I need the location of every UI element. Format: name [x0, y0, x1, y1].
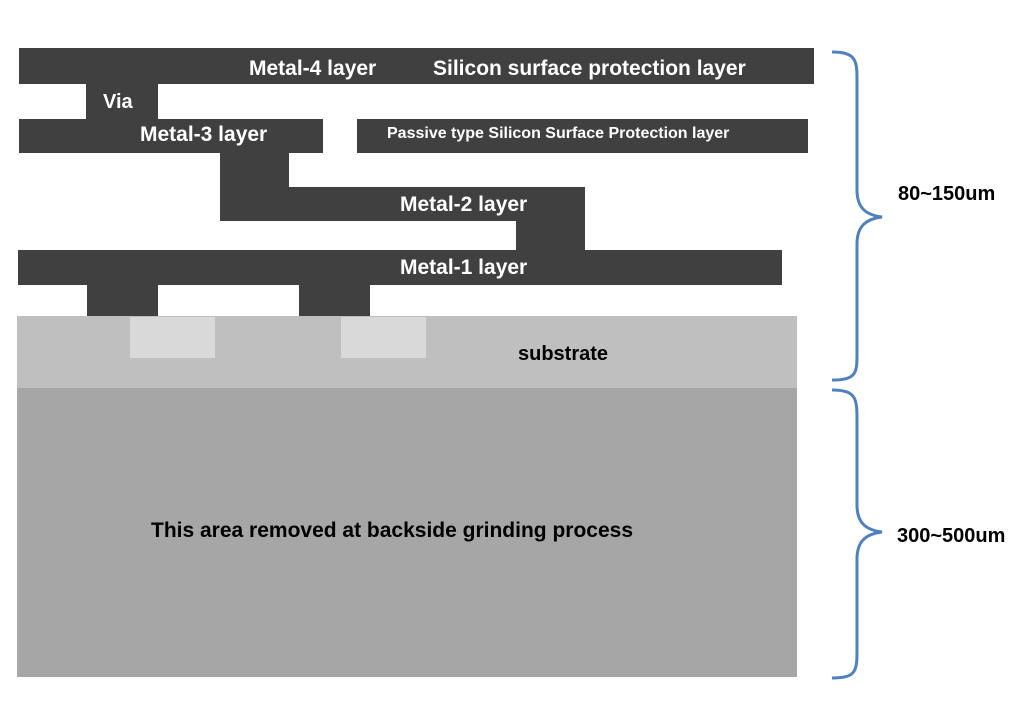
substrate-label: substrate: [518, 343, 609, 365]
grind-area-label: This area removed at backside grinding p…: [151, 519, 634, 542]
protection-label: Silicon surface protection layer: [433, 57, 746, 80]
metal-2-label: Metal-2 layer: [400, 193, 528, 216]
metal-1-bar: [18, 250, 782, 285]
lower-brace: [831, 388, 883, 680]
passive-protection-label: Passive type Silicon Surface Protection …: [387, 125, 730, 142]
lower-dimension-label: 300~500um: [897, 525, 1006, 547]
metal-3-label: Metal-3 layer: [140, 123, 268, 146]
via-2-1: [516, 221, 585, 250]
contact-1: [87, 285, 158, 316]
via-3-2: [220, 153, 289, 187]
upper-brace: [831, 50, 883, 382]
metal-3-bar: [19, 119, 323, 153]
substrate-well-2: [341, 317, 426, 358]
grind-area: [17, 388, 797, 677]
upper-dimension-label: 80~150um: [898, 183, 996, 205]
metal-1-label: Metal-1 layer: [400, 256, 528, 279]
via-block: [86, 84, 158, 119]
contact-2: [299, 285, 370, 316]
passive-protection-bar: [357, 119, 808, 153]
metal-4-bar: [19, 48, 814, 84]
substrate-well-1: [130, 317, 215, 358]
via-label: Via: [103, 91, 133, 113]
metal-4-label: Metal-4 layer: [249, 57, 377, 80]
metal-2-bar: [220, 187, 585, 221]
